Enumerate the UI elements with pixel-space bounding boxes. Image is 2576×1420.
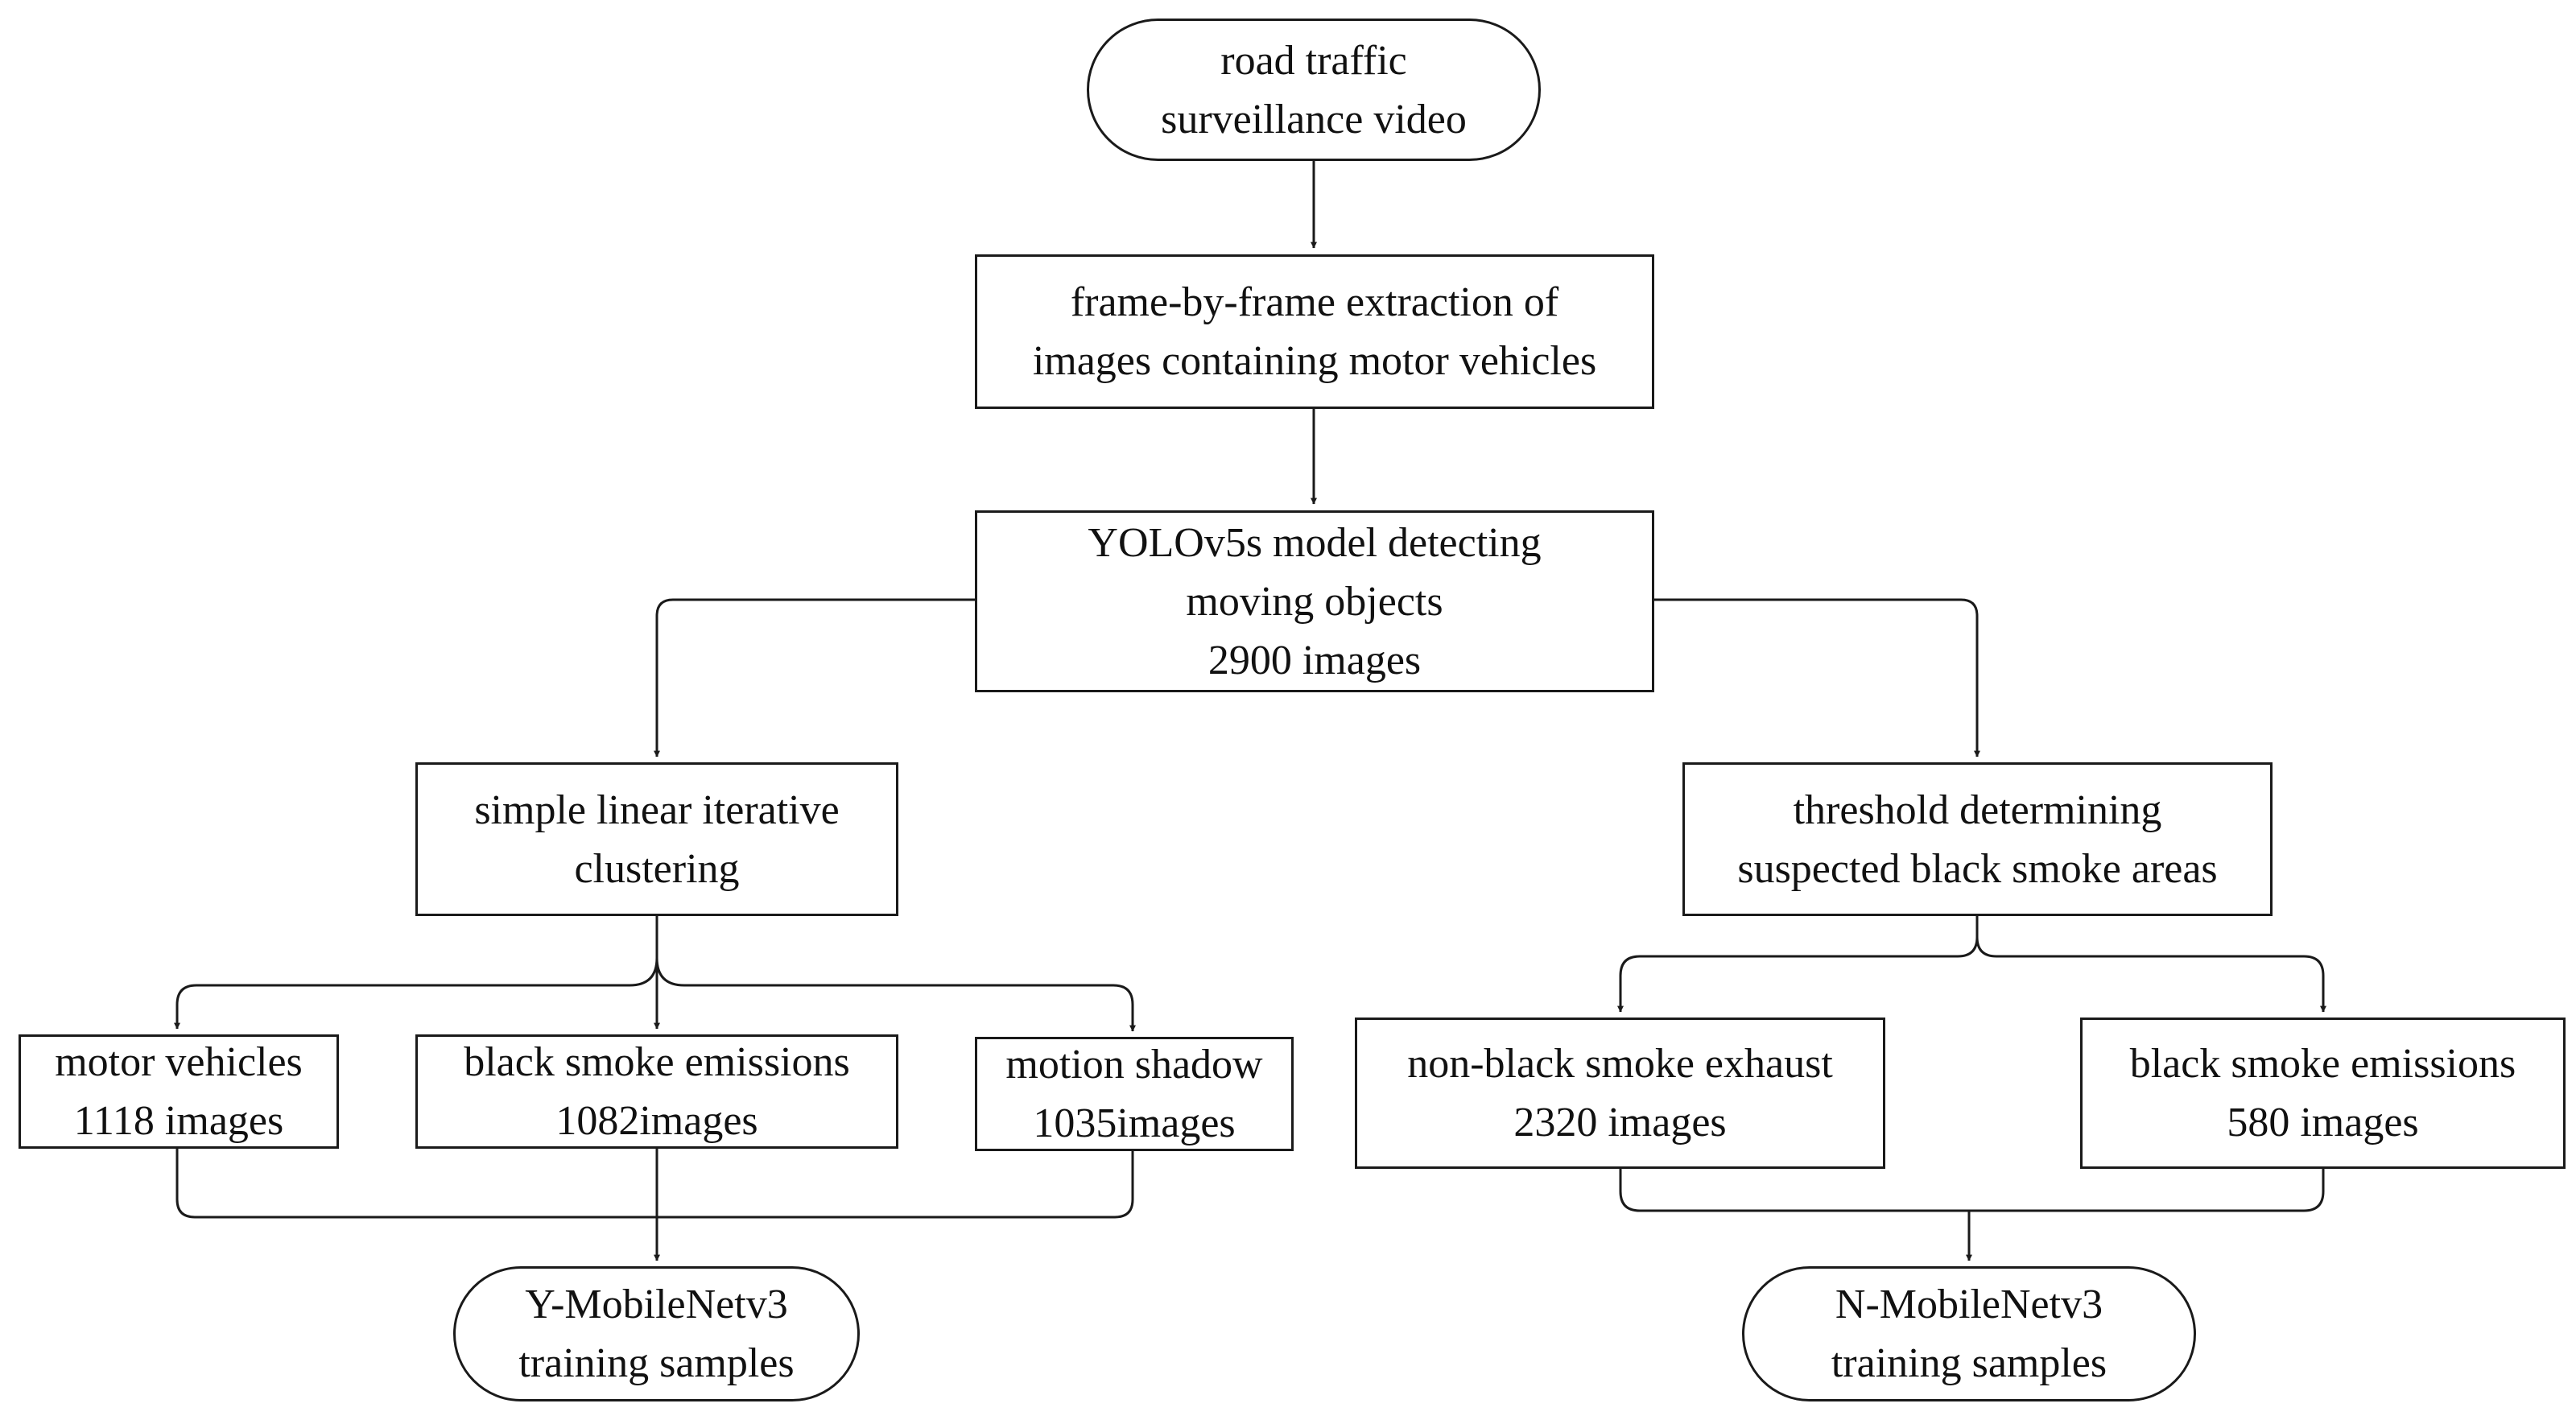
line-motor-to-ytrain	[175, 1148, 1134, 1219]
black-smoke-right-box: black smoke emissions 580 images	[2080, 1018, 2566, 1169]
ntrain-line-1: N-MobileNetv3	[1835, 1282, 2103, 1327]
yolo-line-2: moving objects	[1186, 578, 1443, 625]
extraction-line-1: frame-by-frame extraction of	[1070, 279, 1559, 325]
black-smoke-left-box: black smoke emissions 1082images	[415, 1034, 898, 1149]
motor-vehicles-box: motor vehicles 1118 images	[19, 1034, 339, 1149]
n-mobilenet-terminal: N-MobileNetv3 training samples	[1742, 1266, 2196, 1401]
arrow-slic-to-motor	[174, 957, 658, 1030]
motion-shadow-box: motion shadow 1035images	[975, 1037, 1294, 1151]
yolo-line-1: YOLOv5s model detecting	[1088, 519, 1542, 566]
smoke-right-line-2: 580 images	[2227, 1100, 2419, 1145]
arrow-yolo-to-slic	[654, 598, 975, 757]
smoke-left-line-2: 1082images	[555, 1098, 758, 1144]
slic-line-1: simple linear iterative	[474, 786, 840, 833]
motor-line-2: 1118 images	[73, 1098, 284, 1144]
motor-line-1: motor vehicles	[55, 1039, 303, 1085]
line-nonblack-to-ntrain	[1619, 1168, 2325, 1212]
slic-box: simple linear iterative clustering	[415, 762, 898, 916]
shadow-line-2: 1035images	[1033, 1100, 1236, 1146]
nonblack-line-1: non-black smoke exhaust	[1407, 1041, 1833, 1087]
start-terminal: road traffic surveillance video	[1087, 19, 1541, 161]
arrow-threshold-to-nonblack	[1617, 915, 1979, 1013]
extraction-line-2: images containing motor vehicles	[1032, 338, 1597, 384]
ytrain-line-2: training samples	[518, 1340, 795, 1386]
yolo-box: YOLOv5s model detecting moving objects 2…	[975, 510, 1654, 692]
y-mobilenet-terminal: Y-MobileNetv3 training samples	[453, 1266, 860, 1401]
ntrain-line-2: training samples	[1831, 1340, 2107, 1386]
slic-line-2: clustering	[574, 845, 740, 892]
ytrain-line-1: Y-MobileNetv3	[525, 1282, 788, 1327]
smoke-left-line-1: black smoke emissions	[464, 1039, 850, 1085]
smoke-right-line-1: black smoke emissions	[2129, 1041, 2516, 1087]
start-line-2: surveillance video	[1161, 96, 1467, 142]
start-line-1: road traffic	[1220, 37, 1407, 84]
shadow-line-1: motion shadow	[1005, 1042, 1263, 1088]
arrow-yolo-to-threshold	[1653, 598, 1980, 757]
arrow-threshold-to-smoke-right	[1975, 915, 2326, 1013]
non-black-smoke-box: non-black smoke exhaust 2320 images	[1355, 1018, 1885, 1169]
yolo-line-3: 2900 images	[1208, 637, 1422, 683]
extraction-box: frame-by-frame extraction of images cont…	[975, 254, 1654, 409]
threshold-line-2: suspected black smoke areas	[1737, 845, 2218, 892]
nonblack-line-2: 2320 images	[1513, 1100, 1727, 1145]
threshold-line-1: threshold determining	[1793, 786, 2162, 833]
threshold-box: threshold determining suspected black sm…	[1682, 762, 2273, 916]
arrow-slic-to-shadow	[655, 957, 1136, 1032]
